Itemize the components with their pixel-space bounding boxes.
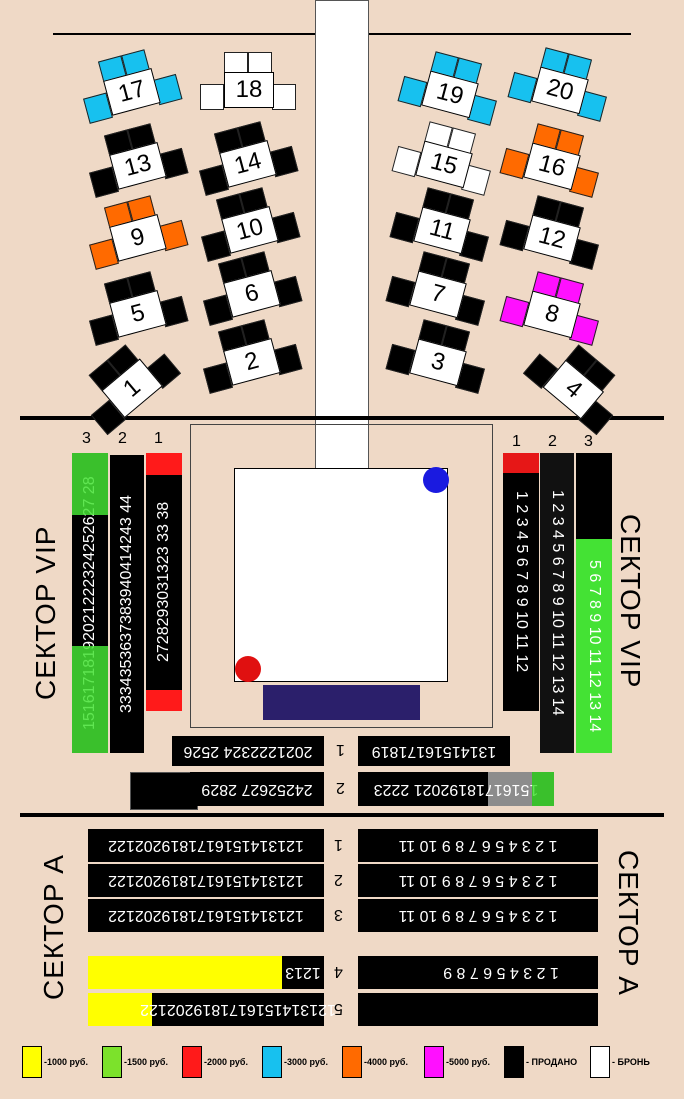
legend-swatch bbox=[342, 1046, 362, 1078]
sector-a-left-title: СЕКТОР A bbox=[38, 854, 69, 1000]
bottom-row2-blank bbox=[130, 772, 198, 810]
stage-frame bbox=[190, 424, 493, 728]
legend-item: -1000 руб. bbox=[22, 1046, 88, 1078]
bottom-row1-left[interactable]: 2021222324 2526 bbox=[172, 736, 324, 766]
vip-right-row2[interactable]: 1 2 3 4 5 6 7 8 9 10 11 12 13 14 bbox=[540, 453, 574, 753]
vip-left-row2[interactable]: 3334353637383940414243 44 bbox=[110, 455, 144, 753]
legend-item: -5000 руб. bbox=[424, 1046, 490, 1078]
vip-right-title: СЕКТОР VIP bbox=[615, 514, 646, 689]
sector-a-rownum-1: 1 bbox=[334, 836, 343, 853]
sector-a-rownum-2: 2 bbox=[334, 871, 343, 888]
legend-swatch bbox=[22, 1046, 42, 1078]
vip-right-rownum-1: 1 bbox=[512, 433, 521, 450]
sector-a-row4-right[interactable]: 1 2 3 4 5 6 7 8 9 bbox=[404, 956, 598, 989]
sector-a-row1-left[interactable]: 1213141516171819202122 bbox=[88, 829, 324, 862]
legend-swatch bbox=[102, 1046, 122, 1078]
blue-dot bbox=[423, 467, 449, 493]
table-seat[interactable] bbox=[248, 52, 272, 74]
legend-item: -2000 руб. bbox=[182, 1046, 248, 1078]
table-seat[interactable] bbox=[224, 52, 248, 74]
sector-a-row4-right-label: 1 2 3 4 5 6 7 8 9 bbox=[443, 964, 559, 982]
aisle bbox=[315, 0, 369, 470]
vip-right-rownum-2: 2 bbox=[548, 433, 557, 450]
sector-a-row5-left-label: 1213141516171819202122 bbox=[140, 1001, 336, 1019]
bottom-row2-green bbox=[532, 772, 554, 806]
vip-left-row1[interactable]: 2728293031323 33 38 bbox=[146, 453, 182, 711]
vip-left-row1-red-bot bbox=[146, 690, 182, 711]
table-seat[interactable] bbox=[272, 84, 296, 110]
red-dot bbox=[235, 656, 261, 682]
sector-a-row4-left-label: 1213 bbox=[285, 964, 321, 982]
bottom-row2-num: 2 bbox=[336, 779, 345, 796]
legend-swatch bbox=[262, 1046, 282, 1078]
sector-a-row1-right[interactable]: 1 2 3 4 5 6 7 8 9 10 11 bbox=[358, 829, 598, 862]
vip-left-rownum-2: 2 bbox=[118, 430, 127, 447]
sector-a-row3-right[interactable]: 1 2 3 4 5 6 7 8 9 10 11 bbox=[358, 899, 598, 932]
vip-right-row3-black bbox=[576, 453, 612, 539]
vip-left-row3-green-mid bbox=[72, 646, 108, 707]
sector-a-row3-right-label: 1 2 3 4 5 6 7 8 9 10 11 bbox=[398, 907, 558, 925]
separator-1 bbox=[20, 416, 664, 420]
sector-a-row1-left-label: 1213141516171819202122 bbox=[108, 837, 304, 855]
table-18[interactable]: 18 bbox=[198, 48, 298, 140]
sector-a-row3-left[interactable]: 1213141516171819202122 bbox=[88, 899, 324, 932]
legend-swatch bbox=[424, 1046, 444, 1078]
legend-label: -1500 руб. bbox=[124, 1057, 168, 1067]
sector-a-rownum-4: 4 bbox=[334, 963, 343, 980]
sector-a-row4-right-black[interactable] bbox=[358, 956, 404, 989]
sector-a-row2-left-label: 1213141516171819202122 bbox=[108, 872, 304, 890]
bottom-row1-num: 1 bbox=[336, 741, 345, 758]
legend-item: -3000 руб. bbox=[262, 1046, 328, 1078]
vip-right-rownum-3: 3 bbox=[584, 433, 593, 450]
separator-2 bbox=[20, 813, 664, 817]
sector-a-row2-right-label: 1 2 3 4 5 6 7 8 9 10 11 bbox=[398, 872, 558, 890]
sector-a-row5-left[interactable]: 1213141516171819202122 bbox=[140, 993, 336, 1026]
legend-swatch bbox=[504, 1046, 524, 1078]
legend-label: -1000 руб. bbox=[44, 1057, 88, 1067]
legend-label: -3000 руб. bbox=[284, 1057, 328, 1067]
vip-right-row3[interactable]: 5 6 7 8 9 10 11 12 13 14 bbox=[576, 539, 612, 753]
vip-left-row1-red-top bbox=[146, 453, 182, 475]
vip-left-row3-green-bot bbox=[72, 707, 108, 753]
vip-left-title: СЕКТОР VIP bbox=[30, 525, 61, 700]
sector-a-rownum-5: 5 bbox=[334, 1000, 343, 1017]
sector-a-row5-left-yellow[interactable] bbox=[88, 993, 152, 1026]
legend-item: - БРОНЬ bbox=[590, 1046, 650, 1078]
vip-right-row1[interactable]: 1 2 3 4 5 6 7 8 9 10 11 12 bbox=[503, 453, 539, 711]
sector-a-right-title: СЕКТОР A bbox=[613, 850, 644, 996]
legend-swatch bbox=[182, 1046, 202, 1078]
stage bbox=[234, 468, 448, 682]
legend-item: - ПРОДАНО bbox=[504, 1046, 577, 1078]
bottom-row2-left[interactable]: 24252627 2829 bbox=[190, 772, 324, 806]
legend-label: -5000 руб. bbox=[446, 1057, 490, 1067]
legend-label: - ПРОДАНО bbox=[526, 1057, 578, 1067]
legend-item: -4000 руб. bbox=[342, 1046, 408, 1078]
legend-swatch bbox=[590, 1046, 610, 1078]
vip-right-row1-red bbox=[503, 453, 539, 473]
stage-bar bbox=[263, 685, 420, 720]
legend-item: -1500 руб. bbox=[102, 1046, 168, 1078]
sector-a-row1-right-label: 1 2 3 4 5 6 7 8 9 10 11 bbox=[398, 837, 558, 855]
sector-a-row2-left[interactable]: 1213141516171819202122 bbox=[88, 864, 324, 897]
sector-a-row4-left[interactable]: 1213 bbox=[282, 956, 324, 989]
table-number: 18 bbox=[224, 72, 274, 108]
sector-a-row4-left-yellow[interactable] bbox=[88, 956, 282, 989]
sector-a-row2-right[interactable]: 1 2 3 4 5 6 7 8 9 10 11 bbox=[358, 864, 598, 897]
sector-a-rownum-3: 3 bbox=[334, 906, 343, 923]
sector-a-row3-left-label: 1213141516171819202122 bbox=[108, 907, 304, 925]
bottom-row2-white bbox=[488, 772, 532, 806]
table-seat[interactable] bbox=[200, 84, 224, 110]
legend-label: -4000 руб. bbox=[364, 1057, 408, 1067]
sector-a-row5-right[interactable] bbox=[358, 993, 598, 1026]
bottom-row1-right[interactable]: 13141516171819 bbox=[358, 736, 510, 766]
vip-left-rownum-1: 1 bbox=[154, 430, 163, 447]
vip-left-row3-green-top bbox=[72, 453, 108, 515]
legend-label: -2000 руб. bbox=[204, 1057, 248, 1067]
vip-left-rownum-3: 3 bbox=[82, 430, 91, 447]
legend-label: - БРОНЬ bbox=[612, 1057, 650, 1067]
